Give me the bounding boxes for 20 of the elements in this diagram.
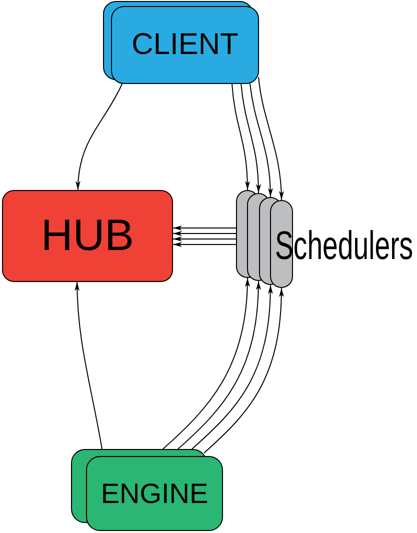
arrow — [74, 282, 102, 450]
arrow — [178, 280, 261, 450]
arrow — [204, 288, 284, 454]
arrow — [172, 226, 236, 231]
arrow — [76, 84, 123, 190]
rounded-box — [2, 190, 173, 282]
box-label: ENGINE — [100, 480, 208, 508]
stacked-cards — [71, 449, 223, 531]
arrow — [249, 83, 273, 198]
arrow — [172, 231, 236, 236]
box-label: CLIENT — [132, 30, 238, 60]
arrow — [172, 236, 236, 242]
arrow — [162, 278, 250, 450]
arrow — [258, 76, 284, 200]
arrow — [172, 242, 236, 247]
arrow — [232, 84, 250, 190]
arrow — [240, 84, 261, 194]
arrow — [192, 284, 273, 450]
box-label: HUB — [41, 214, 134, 258]
stacked-cards — [103, 1, 259, 84]
